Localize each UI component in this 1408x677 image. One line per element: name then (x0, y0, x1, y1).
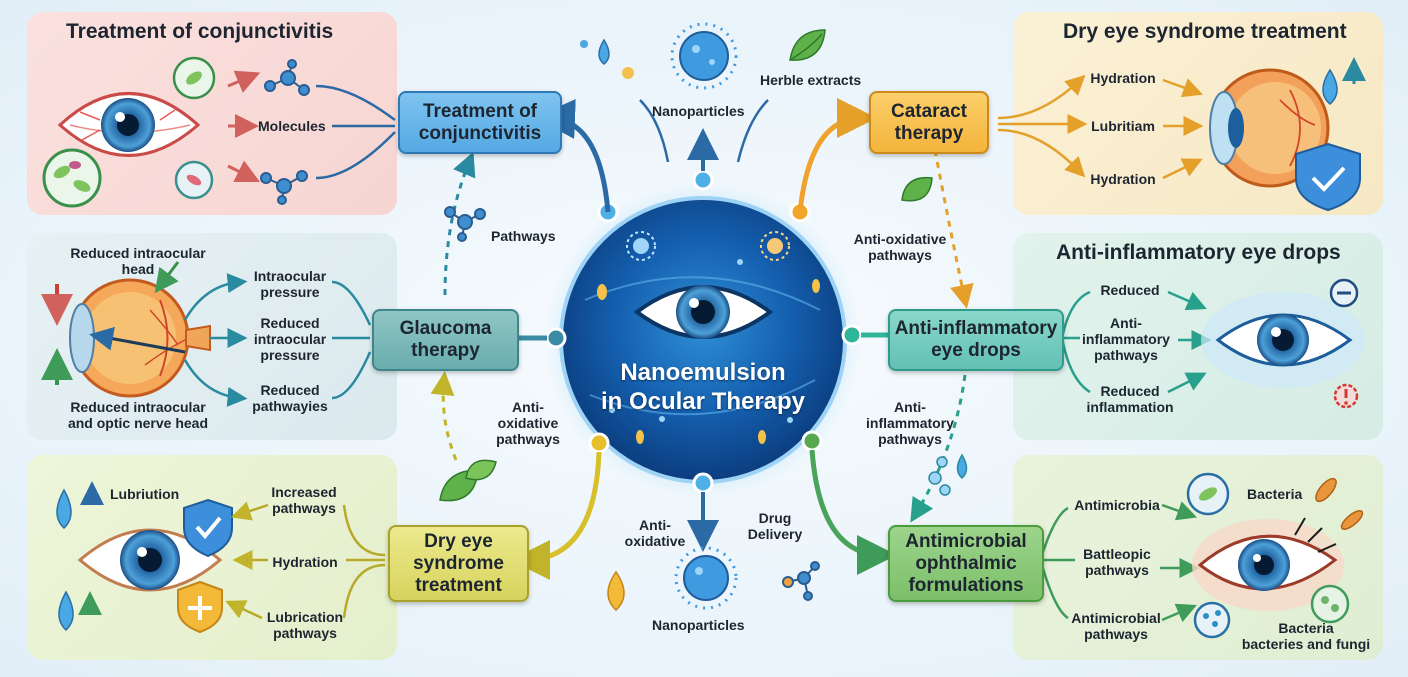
center-title: Nanoemulsion in Ocular Therapy (600, 359, 806, 415)
label-antimicrobial-pathways: Antimicrobial pathways (1071, 610, 1161, 642)
label-lubritiam: Lubritiam (1091, 118, 1155, 134)
eye-with-lashes-icon (1192, 517, 1344, 611)
node-bottom (692, 472, 714, 494)
oil-droplet-icon (622, 67, 634, 79)
water-drop-icon-3 (1322, 68, 1338, 105)
title-anti-inflammatory: Anti-inflammatory eye drops (1056, 241, 1341, 264)
sphere-particle-icons (597, 231, 820, 444)
label-reduced-intraocular-optic: Reduced intraocular and optic nerve head (67, 399, 209, 431)
box-anti-inflammatory-eye-drops: Anti-inflammatory eye drops (888, 309, 1064, 371)
node-bottom-left (588, 432, 610, 454)
node-left (545, 327, 567, 349)
bacteria-bubble-icon (42, 56, 216, 208)
label-anti-inflammatory-pathways-center: Anti- inflammatory pathways (866, 399, 954, 447)
box-glaucoma-therapy: Glaucoma therapy (372, 309, 519, 371)
eye-cross-section-icon (69, 278, 211, 398)
label-reduced-inflammation: Reduced inflammation (1086, 383, 1174, 415)
alert-burst-icon (1333, 383, 1359, 409)
node-bottom-right (801, 430, 823, 452)
label-hydration-right-1: Hydration (1090, 70, 1156, 86)
leaf-icon-right (901, 176, 933, 202)
title-conjunctivitis: Treatment of conjunctivitis (66, 20, 334, 43)
box-cataract-therapy: Cataract therapy (869, 91, 989, 154)
label-anti-inflammatory-pathways: Anti- inflammatory pathways (1082, 315, 1170, 363)
label-pathways: Pathways (491, 228, 556, 244)
oil-drop-icon-bottom (607, 570, 625, 612)
bacteria-bubble-icons (1186, 472, 1364, 639)
water-drop-icon-2 (58, 590, 74, 632)
leaf-icon-top (789, 29, 826, 61)
nanoparticle-icon-bottom (674, 546, 738, 610)
label-increased-pathways: Increased pathways (271, 484, 337, 516)
glowing-eye-icon (1201, 292, 1365, 388)
label-reduced-pathwayies: Reduced pathwayies (252, 382, 328, 414)
connector-cataract (797, 98, 877, 213)
red-eye-icon (57, 92, 201, 157)
shield-check-icon (183, 498, 233, 558)
label-anti-oxidative-pathways-right: Anti-oxidative pathways (853, 231, 947, 263)
label-anti-oxidative-pathways-left: Anti- oxidative pathways (496, 399, 560, 447)
central-eye-icon (633, 285, 774, 339)
label-antimicrobia: Antimicrobia (1074, 497, 1160, 513)
label-hydration-left: Hydration (272, 554, 338, 570)
eye-lubrication-icon (77, 528, 223, 592)
label-herble-extracts: Herble extracts (760, 72, 862, 88)
node-top (692, 169, 714, 191)
molecule-icon-bottom (782, 561, 820, 601)
leaf-icon-left (439, 459, 497, 502)
label-bacteria: Bacteria (1247, 486, 1303, 502)
label-battleopic-pathways: Battleopic pathways (1083, 546, 1151, 578)
label-hydration-right-2: Hydration (1090, 171, 1156, 187)
label-anti-oxidative-bottom: Anti- oxidative (624, 517, 686, 549)
label-drug-delivery: Drug Delivery (747, 510, 803, 542)
label-reduced: Reduced (1100, 282, 1160, 298)
drop-cluster-icon (928, 453, 968, 496)
molecule-icons (260, 59, 310, 205)
box-dry-eye-syndrome-treatment: Dry eye syndrome treatment (388, 525, 529, 602)
box-antimicrobial-formulations: Antimicrobial ophthalmic formulations (888, 525, 1044, 602)
label-nanoparticles-bottom: Nanoparticles (652, 617, 745, 633)
molecule-icon-left (444, 206, 486, 242)
label-nanoparticles-top: Nanoparticles (652, 103, 745, 119)
water-drop-icon (56, 488, 72, 530)
title-dry-eye-right: Dry eye syndrome treatment (1063, 20, 1347, 43)
label-bacteria-fungi: Bacteria bacteries and fungi (1241, 620, 1371, 652)
minus-circle-icon (1329, 278, 1359, 308)
nanoparticle-icon-top (670, 22, 738, 90)
shield-check-icon-2 (1295, 142, 1361, 212)
label-reduced-intraocular-pressure: Reduced intraocular pressure (253, 315, 327, 363)
label-lubrication-pathways: Lubrication pathways (266, 609, 344, 641)
label-lubriution: Lubriution (110, 486, 180, 502)
label-molecules: Molecules (258, 118, 326, 134)
shield-plus-icon (177, 580, 223, 634)
node-right (841, 324, 863, 346)
box-treatment-of-conjunctivitis: Treatment of conjunctivitis (398, 91, 562, 154)
drop-icon-top (598, 38, 610, 65)
label-intraocular-pressure: Intraocular pressure (253, 268, 327, 300)
connector-dry-eye (510, 451, 602, 580)
connector-antimicrobial (809, 449, 897, 575)
label-reduced-intraocular-head: Reduced intraocular head (70, 245, 206, 277)
